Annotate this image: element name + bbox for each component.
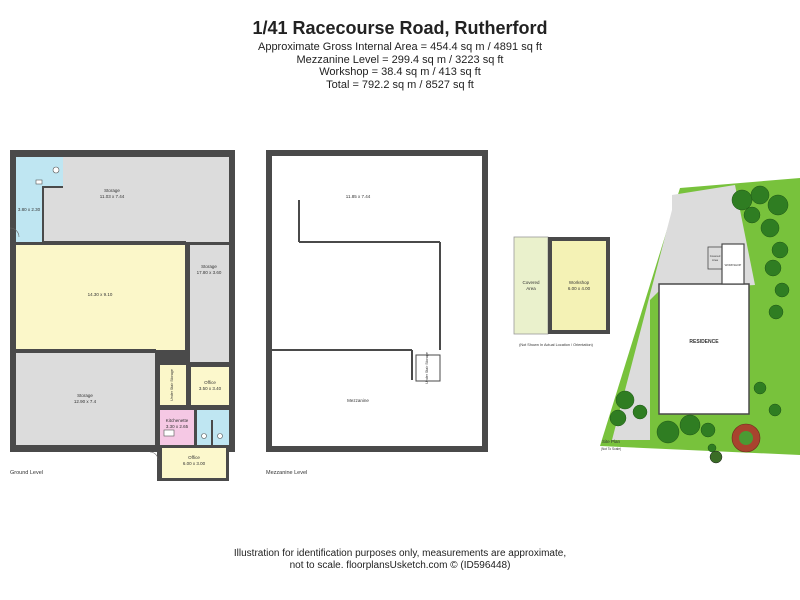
kitchenette-dims: 3.30 x 2.65 — [166, 424, 189, 429]
mezzanine-floor — [272, 156, 482, 446]
ground-storage-right — [190, 245, 229, 363]
ground-level-plan: Storage 11.03 x 7.44 3.80 x 2.30 14.30 x… — [9, 150, 235, 481]
header: 1/41 Racecourse Road, Rutherford Approxi… — [0, 18, 800, 91]
workshop-plan: Covered Area Workshop 6.00 x 4.00 (Not S… — [513, 236, 610, 347]
page-title: 1/41 Racecourse Road, Rutherford — [252, 18, 548, 38]
workshop-dims: 6.00 x 4.00 — [568, 286, 591, 291]
residence-label: RESIDENCE — [689, 339, 719, 345]
mezzanine-label: Mezzanine — [347, 398, 369, 403]
disclaimer: Illustration for identification purposes… — [0, 548, 800, 572]
site-workshop — [721, 243, 745, 285]
toilet-icon — [217, 433, 223, 439]
area-line-workshop: Workshop = 38.4 sq m / 413 sq ft — [319, 66, 481, 78]
mezzanine-under-stair — [415, 354, 441, 382]
residence-building — [658, 283, 750, 415]
basin-icon — [35, 179, 43, 185]
site-plan-note: (Not To Scale) — [601, 447, 621, 451]
storage-right-dims: 17.80 x 3.60 — [197, 270, 222, 275]
office-1-label: Office — [204, 380, 216, 385]
main-area-dims: 14.30 x 9.10 — [88, 292, 113, 297]
storage-top-label: Storage — [104, 188, 120, 193]
workshop-note: (Not Shown In Actual Location / Orientat… — [519, 343, 594, 347]
storage-bottom-dims: 12.90 x 7.4 — [74, 399, 97, 404]
shrubs — [609, 185, 790, 453]
site-workshop-label: WORKSHOP — [725, 263, 742, 267]
toilet-icon — [52, 166, 60, 174]
office-2-label: Office — [188, 455, 200, 460]
ground-kitchenette — [160, 410, 194, 445]
site-plan: RESIDENCE Covered Area WORKSHOP Site Pla… — [600, 178, 800, 464]
round-shrub — [709, 450, 723, 464]
storage-right-label: Storage — [201, 264, 217, 269]
workshop-label: Workshop — [569, 280, 590, 285]
red-shrub-centre — [739, 431, 753, 445]
ground-storage-top — [44, 157, 229, 242]
toilet-icon — [201, 433, 207, 439]
ground-office-2 — [162, 448, 226, 478]
workshop-covered-label-1: Covered — [522, 280, 540, 285]
workshop-room — [552, 241, 606, 330]
area-line-mezzanine: Mezzanine Level = 299.4 sq m / 3223 sq f… — [296, 53, 504, 66]
site-covered-label-2: Area — [712, 258, 718, 262]
ground-storage-bottom — [16, 353, 156, 445]
ground-under-stair — [160, 365, 187, 405]
workshop-covered-area — [513, 236, 549, 335]
sink-icon — [163, 429, 175, 437]
mezzanine-top-dims: 11.85 x 7.44 — [346, 194, 371, 199]
mezzanine-plan: 11.85 x 7.44 Mezzanine Under Stair Stora… — [266, 150, 488, 476]
door-arc — [9, 227, 20, 238]
mezzanine-level-caption: Mezzanine Level — [266, 470, 307, 476]
ground-main-area — [16, 245, 186, 350]
office-1-dims: 3.50 x 3.40 — [199, 386, 222, 391]
kitchenette-label: Kitchenette — [166, 418, 189, 423]
mezzanine-under-stair-label: Under Stair Storage — [425, 352, 429, 384]
workshop-covered-label-2: Area — [526, 286, 536, 291]
site-plan-title: Site Plan — [602, 439, 621, 444]
storage-bottom-label: Storage — [77, 393, 93, 398]
disclaimer-line-2: not to scale. floorplansUsketch.com © (I… — [289, 560, 511, 571]
area-line-total: Total = 792.2 sq m / 8527 sq ft — [326, 78, 474, 91]
under-stair-label: Under Stair Storage — [170, 369, 174, 401]
storage-top-dims: 11.03 x 7.44 — [100, 194, 125, 199]
office-2-dims: 6.00 x 3.00 — [183, 461, 206, 466]
area-line-gross: Approximate Gross Internal Area = 454.4 … — [257, 41, 542, 53]
small-room-dims: 3.80 x 2.30 — [18, 207, 41, 212]
ground-office-1 — [191, 367, 229, 405]
disclaimer-line-1: Illustration for identification purposes… — [233, 548, 567, 559]
ground-small-room — [16, 157, 42, 242]
door-arc — [149, 451, 159, 461]
site-covered-label-1: Covered — [710, 254, 721, 258]
ground-level-caption: Ground Level — [10, 470, 43, 476]
